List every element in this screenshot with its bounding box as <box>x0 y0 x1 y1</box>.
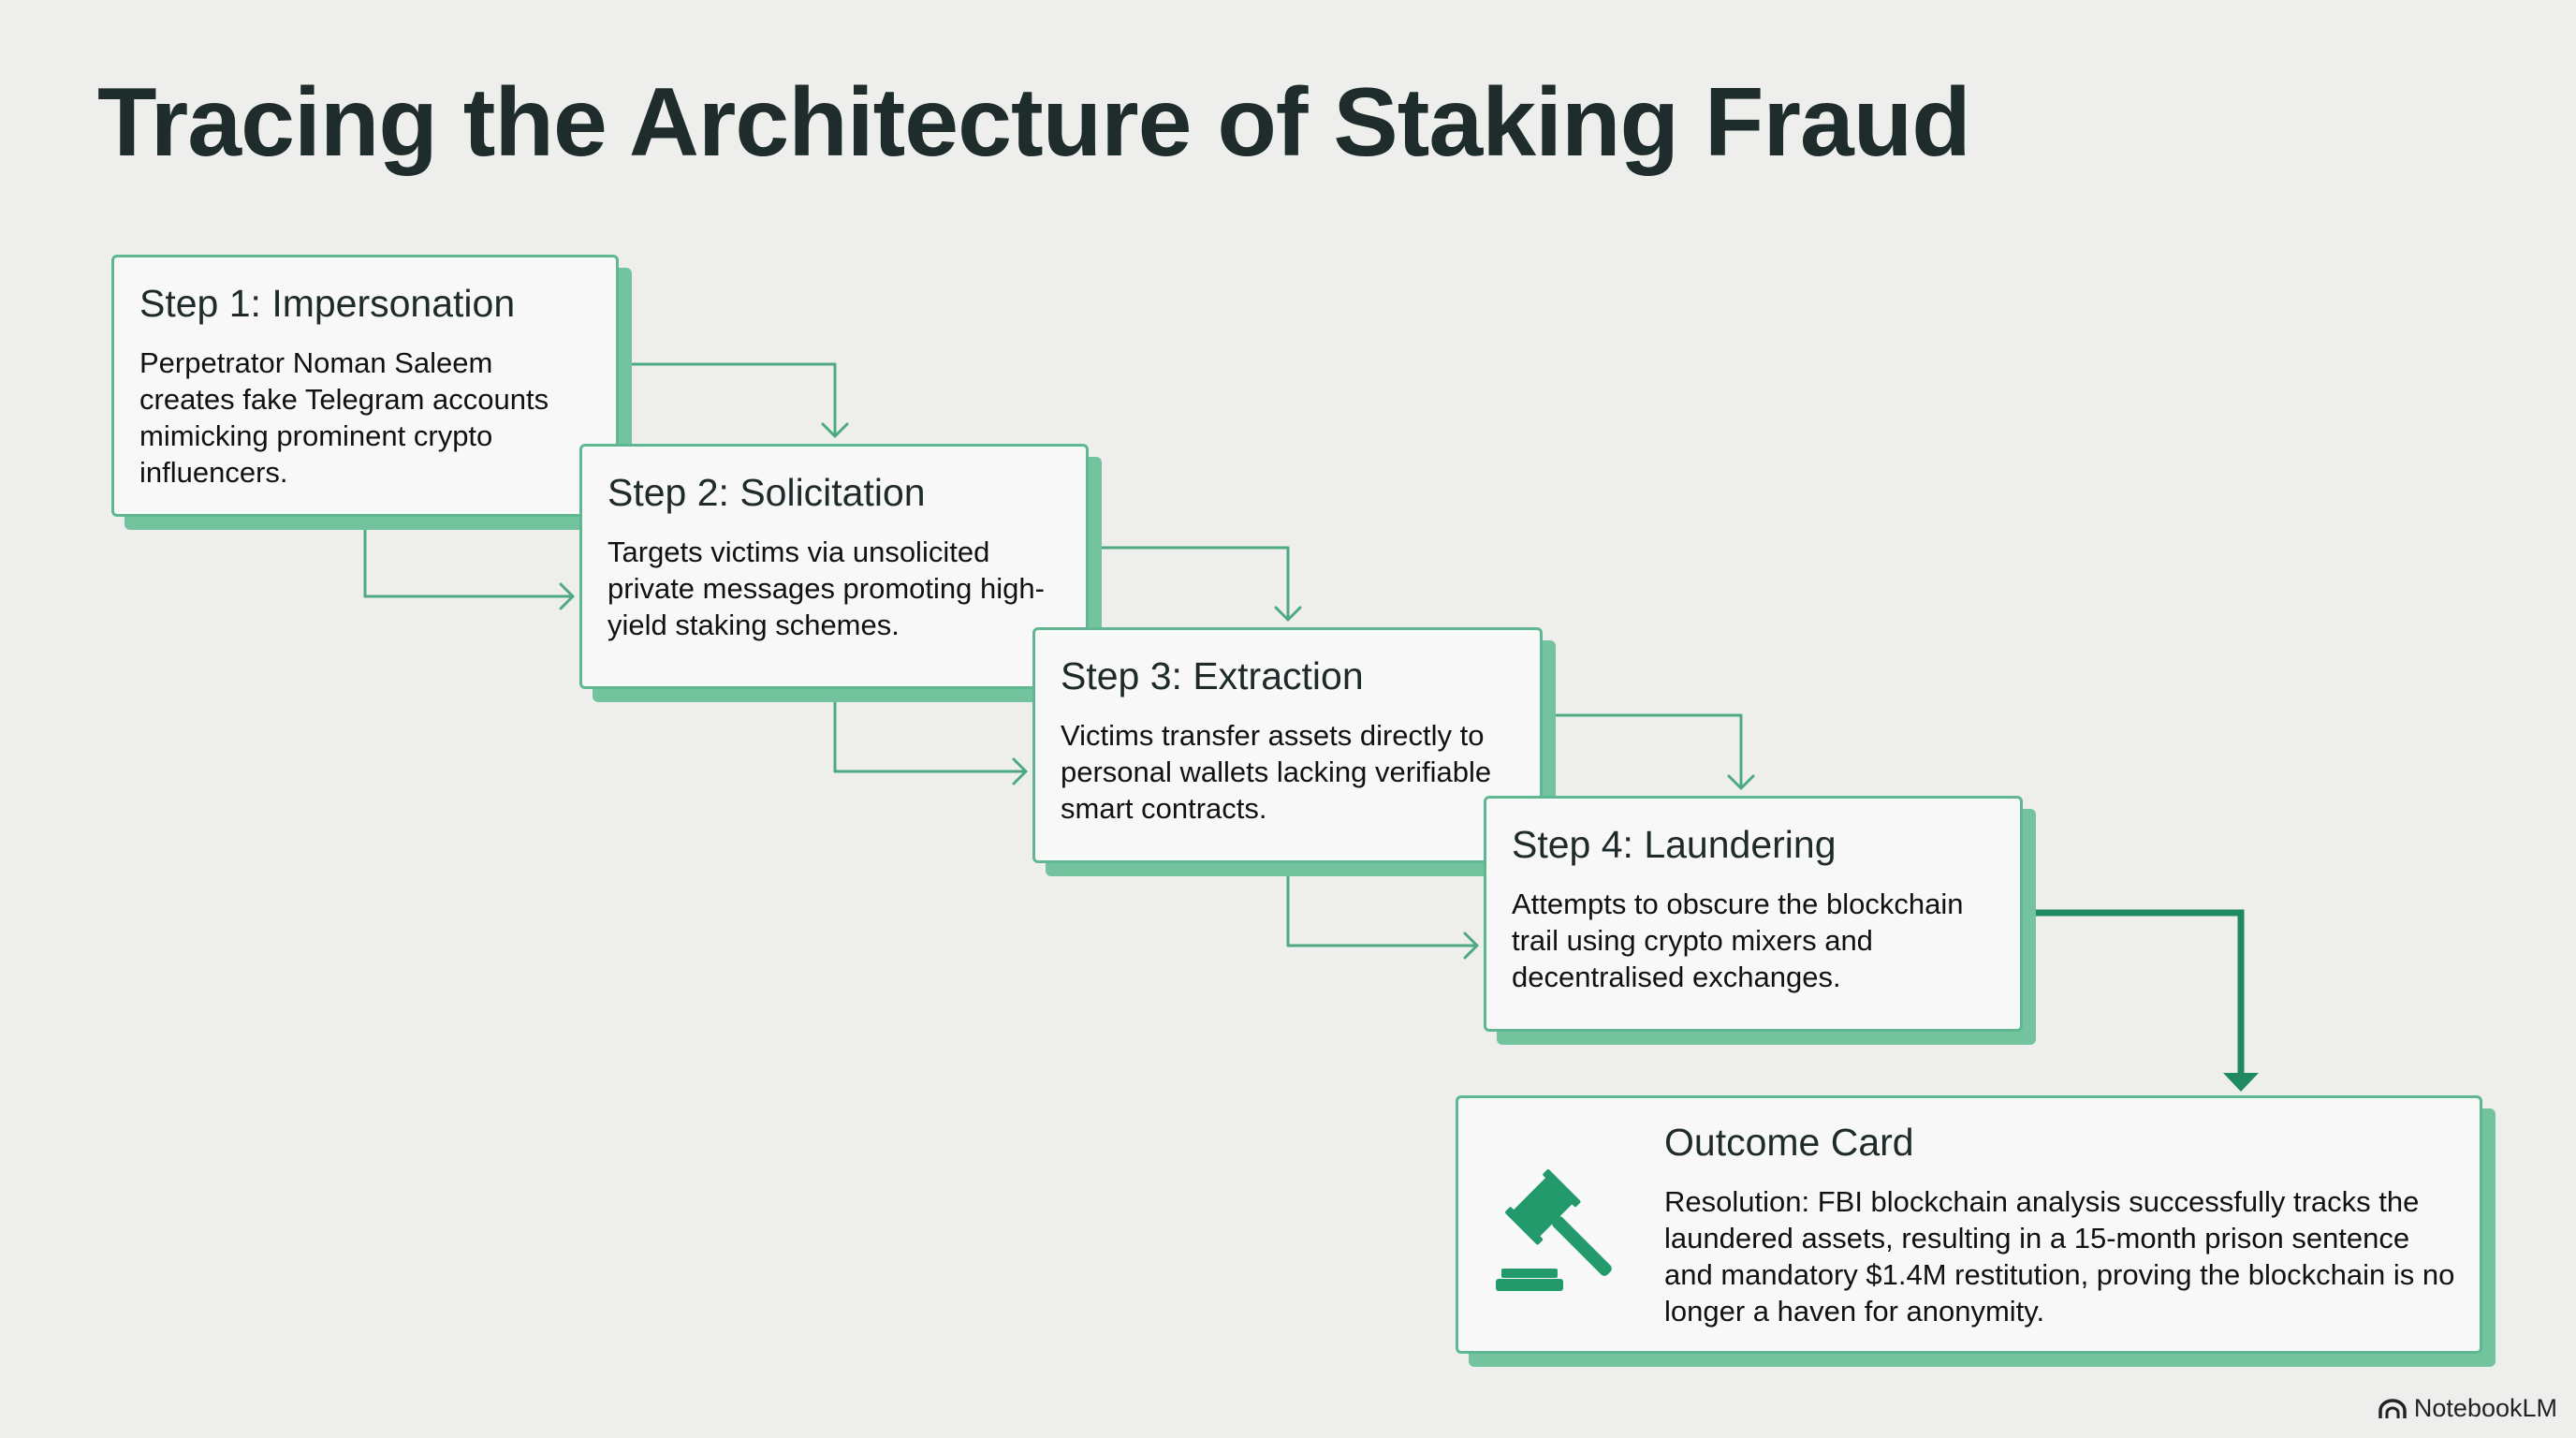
connector-2-3-bottom <box>833 687 1028 773</box>
brand-label: NotebookLM <box>2413 1394 2557 1422</box>
step-title: Step 2: Solicitation <box>607 471 926 514</box>
outcome-title: Outcome Card <box>1664 1121 1914 1164</box>
connector-4-outcome <box>2023 909 2245 1075</box>
connector-3-4-bottom <box>1286 861 1479 947</box>
step-title: Step 1: Impersonation <box>139 282 516 325</box>
outcome-card: Outcome Card Resolution: FBI blockchain … <box>1456 1095 2482 1354</box>
step-description: Perpetrator Noman Saleem creates fake Te… <box>139 346 549 490</box>
arrowhead-2-3-top <box>1274 606 1302 622</box>
connector-1-2-bottom <box>363 515 575 598</box>
step-title: Step 4: Laundering <box>1512 823 1837 866</box>
connector-2-3-top <box>1087 546 1290 622</box>
arrowhead-2-3-bottom <box>1012 757 1028 785</box>
arrowhead-1-2-bottom <box>559 582 575 610</box>
step-card-solicitation: Step 2: Solicitation Targets victims via… <box>579 444 1089 689</box>
step-card-impersonation: Step 1: Impersonation Perpetrator Noman … <box>111 255 619 517</box>
arrowhead-3-4-top <box>1727 774 1755 790</box>
arrowhead-3-4-bottom <box>1463 932 1479 960</box>
step-card-laundering: Step 4: Laundering Attempts to obscure t… <box>1484 796 2023 1032</box>
step-card-extraction: Step 3: Extraction Victims transfer asse… <box>1032 627 1543 863</box>
brand-footer: NotebookLM <box>2378 1394 2557 1423</box>
step-description: Victims transfer assets directly to pers… <box>1061 719 1492 826</box>
gavel-icon <box>1496 1169 1612 1291</box>
arrowhead-1-2-top <box>821 422 849 438</box>
notebooklm-logo-icon <box>2378 1398 2407 1418</box>
page-title: Tracing the Architecture of Staking Frau… <box>97 68 1971 177</box>
arrowhead-4-outcome <box>2223 1073 2259 1092</box>
step-description: Attempts to obscure the blockchain trail… <box>1512 888 1964 994</box>
connector-3-4-top <box>1541 713 1743 790</box>
step-description: Targets victims via unsolicited private … <box>607 536 1045 642</box>
outcome-description: Resolution: FBI blockchain analysis succ… <box>1664 1185 2455 1328</box>
step-title: Step 3: Extraction <box>1061 654 1364 697</box>
connector-1-2-top <box>617 362 837 438</box>
